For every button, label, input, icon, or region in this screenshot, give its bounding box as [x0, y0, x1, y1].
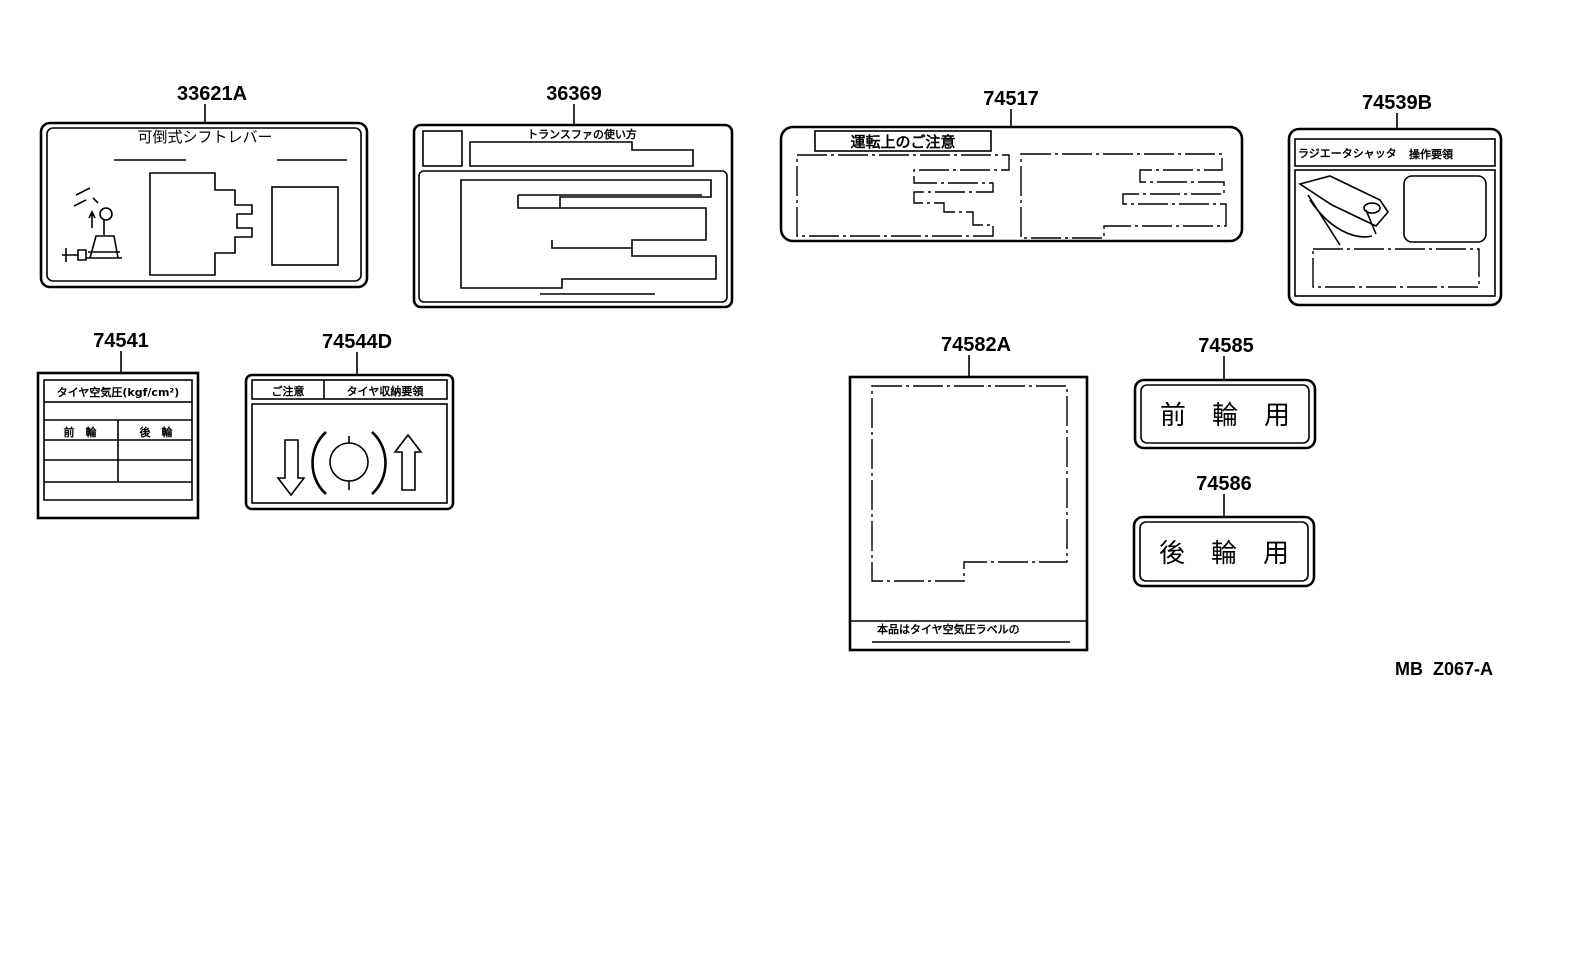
label-33621A: 33621A 可倒式シフトレバー: [39, 83, 369, 289]
label-74517: 74517 運転上のご注意: [779, 88, 1244, 243]
label-text-transfer-usage: トランスファの使い方: [527, 127, 637, 141]
label-74585: 74585 前 輪 用: [1133, 335, 1317, 450]
label-36369: 36369 トランスファの使い方: [412, 83, 734, 309]
label-text-tire-pressure-label-note: 本品はタイヤ空気圧ラベルの: [877, 622, 1020, 636]
part-number-74541: 74541: [93, 330, 149, 352]
label-74544D: 74544D ご注意 タイヤ収納要領: [244, 331, 455, 511]
label-74541: 74541 タイヤ空気圧(kgf/cm²) 前 輪 後 輪: [36, 330, 200, 520]
part-number-33621A: 33621A: [177, 83, 247, 105]
label-text-tire-storage: タイヤ収納要領: [347, 384, 425, 398]
part-number-74585: 74585: [1198, 335, 1254, 357]
tire-rotation-icon: [276, 431, 423, 497]
label-text-tire-pressure: タイヤ空気圧(kgf/cm²): [57, 385, 180, 399]
label-text-rear-wheel-use: 後 輪 用: [1159, 539, 1289, 569]
label-text-front-wheel-use: 前 輪 用: [1160, 401, 1290, 431]
diagram-code: MB Z067-A: [1395, 659, 1493, 679]
part-number-74582A: 74582A: [941, 334, 1011, 356]
column-front-wheel: 前 輪: [64, 425, 98, 439]
column-rear-wheel: 後 輪: [140, 425, 174, 439]
part-number-74517: 74517: [983, 88, 1039, 110]
label-text-caution: ご注意: [272, 384, 305, 398]
shutter-knob-icon: [1298, 175, 1390, 246]
label-text-driving-caution: 運転上のご注意: [850, 133, 955, 151]
shift-lever-icon: [62, 187, 122, 262]
part-number-74586: 74586: [1196, 473, 1252, 495]
label-74539B: 74539B ラジエータシャッタ 操作要領: [1287, 92, 1503, 307]
label-text-operation: 操作要領: [1409, 147, 1454, 161]
label-74582A: 74582A 本品はタイヤ空気圧ラベルの: [848, 334, 1089, 652]
label-text-shift-lever: 可倒式シフトレバー: [137, 128, 272, 146]
label-74586: 74586 後 輪 用: [1132, 473, 1316, 588]
part-number-74539B: 74539B: [1362, 92, 1432, 114]
part-number-74544D: 74544D: [322, 331, 392, 353]
label-text-radiator-shutter: ラジエータシャッタ: [1298, 147, 1397, 160]
part-number-36369: 36369: [546, 83, 602, 105]
